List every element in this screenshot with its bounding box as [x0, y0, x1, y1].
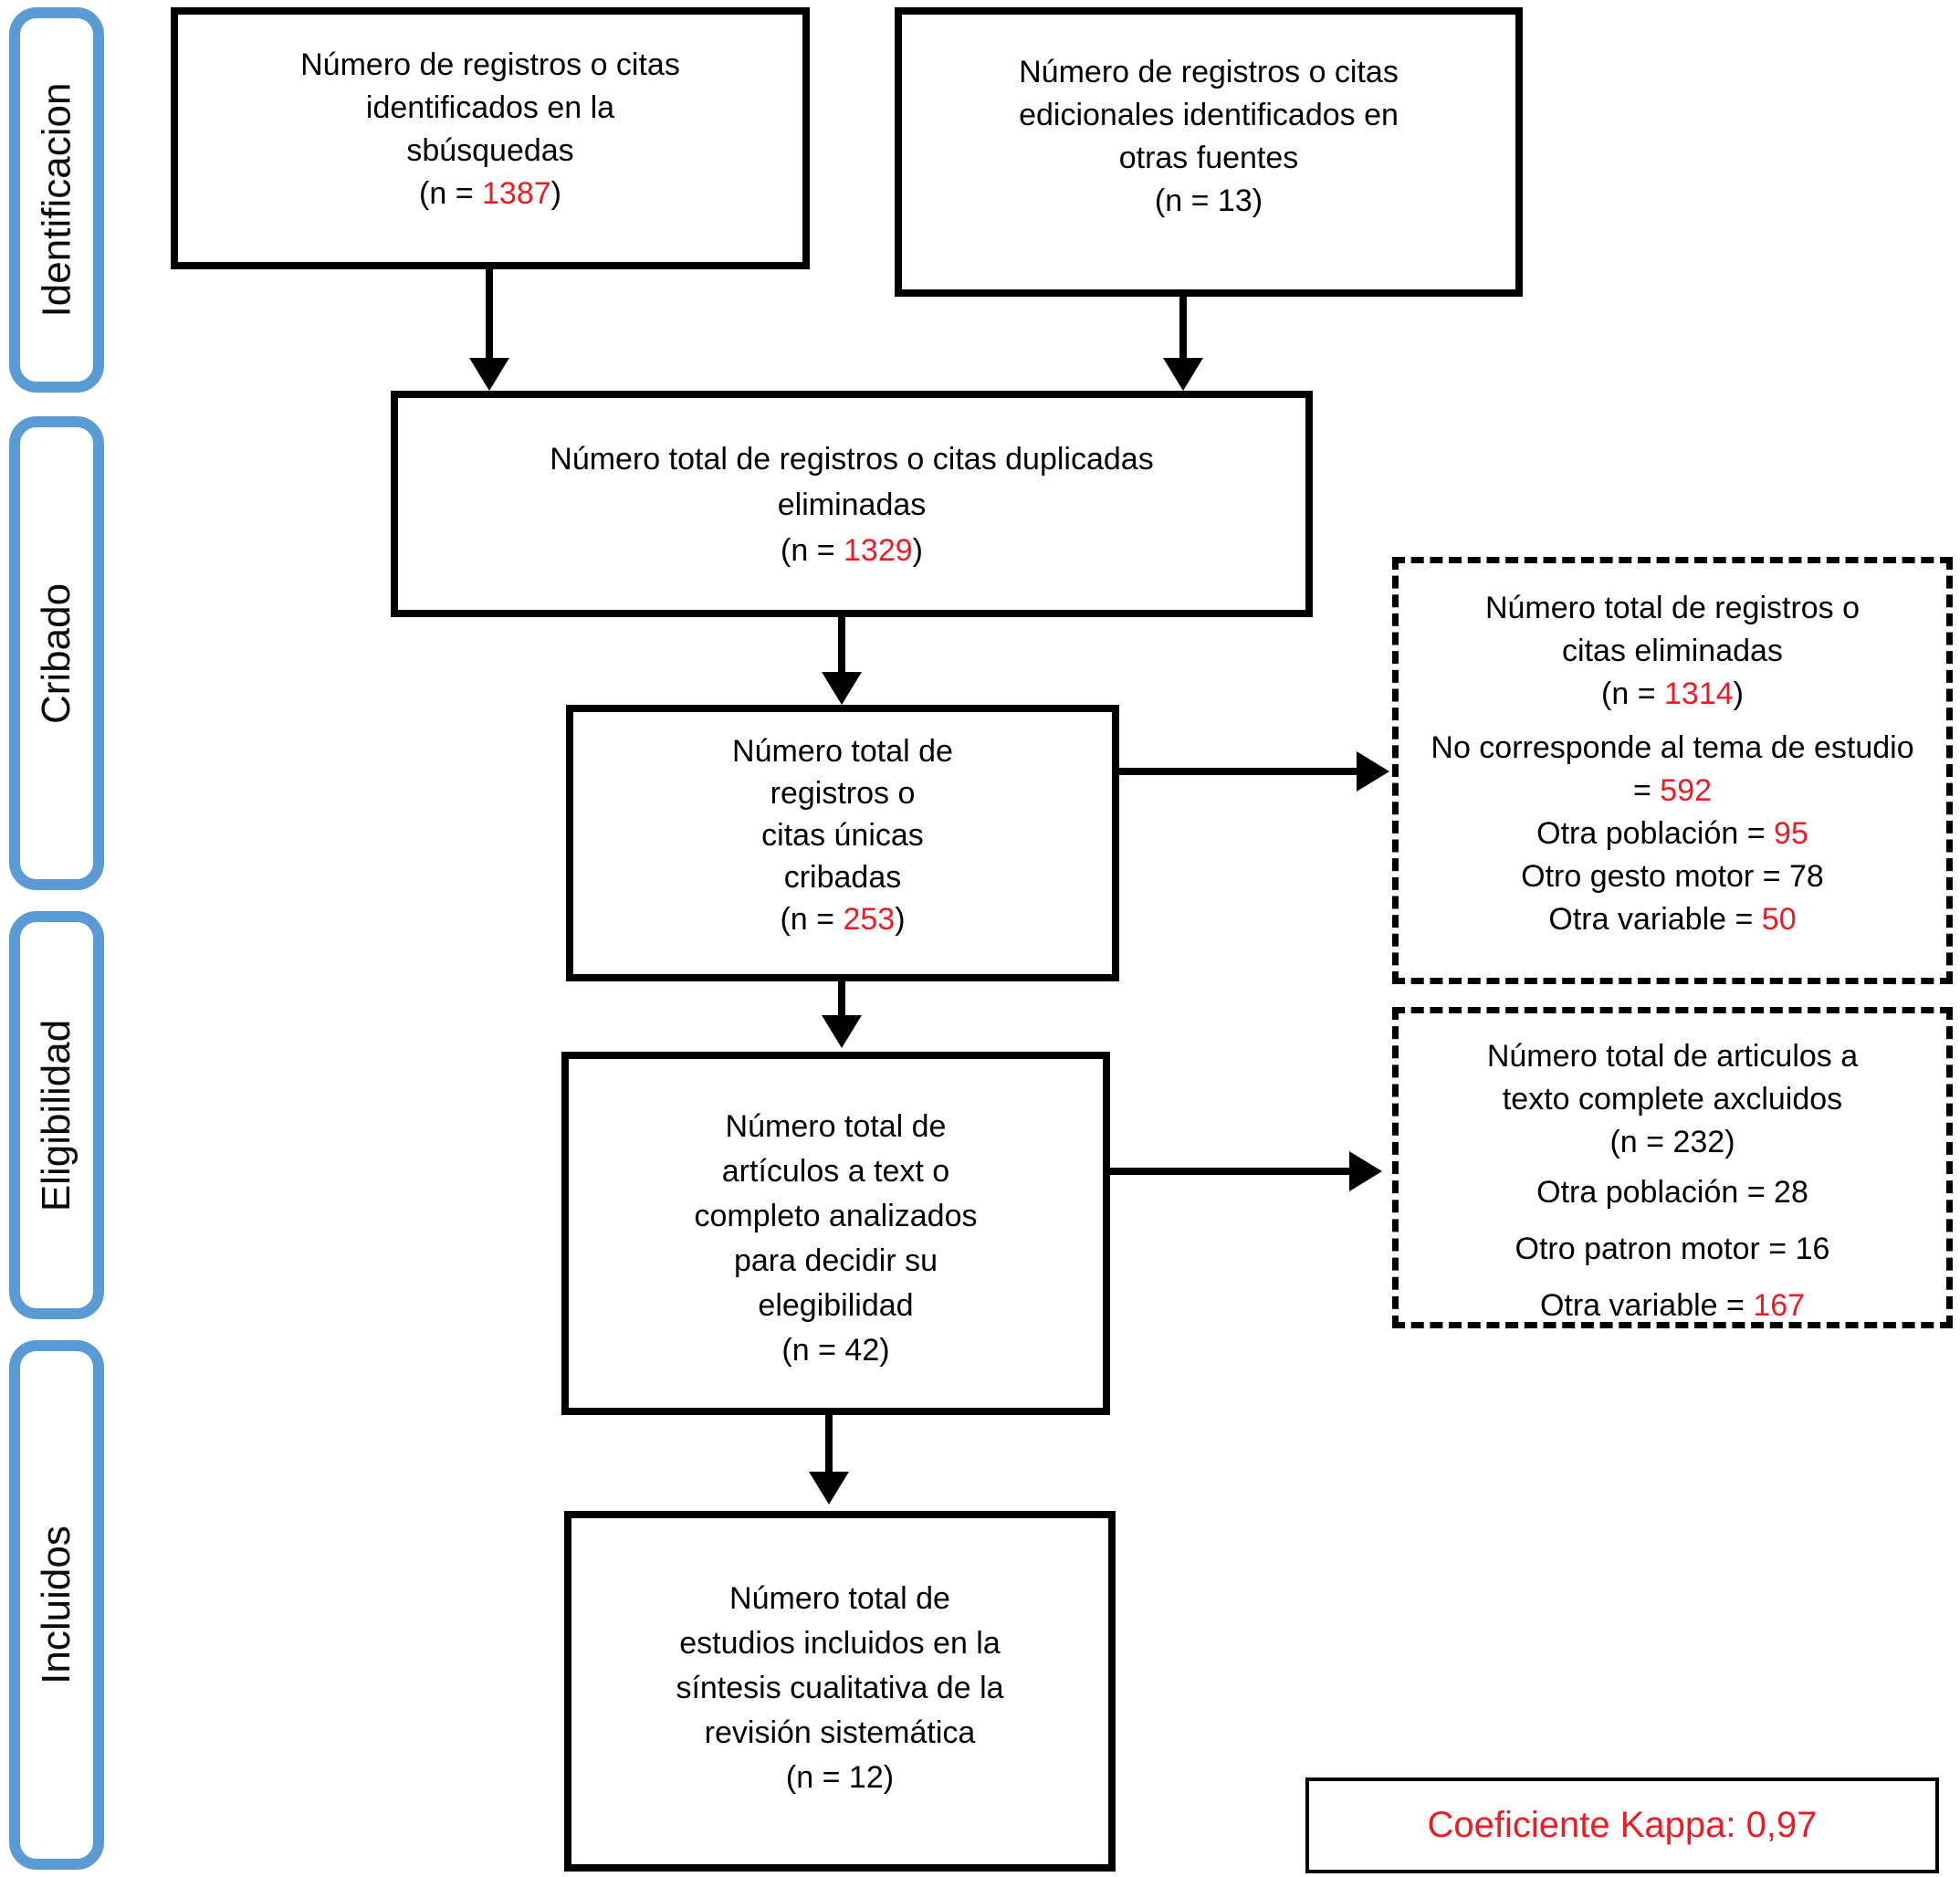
- box-text-line: Número de registros o citas: [1019, 55, 1399, 89]
- phase-eligibility-label: Eligibilidad: [34, 1019, 79, 1211]
- arrow-duplicates-to-screened-head: [822, 672, 862, 705]
- n-value: 1329: [844, 533, 913, 568]
- phase-identification-label: Identificacion: [34, 82, 79, 318]
- box-fulltext-excluded: Número total de articulos a texto comple…: [1392, 1007, 1953, 1328]
- arrow-fulltext-to-excluded-head: [1349, 1151, 1382, 1191]
- box-text-line: para decidir su: [733, 1243, 938, 1278]
- phase-identification: Identificacion: [9, 7, 104, 393]
- box-text-line: estudios incluidos en la: [679, 1626, 1001, 1661]
- phase-screening-label: Cribado: [34, 582, 79, 724]
- arrow-fulltext-to-included-stem: [825, 1413, 833, 1475]
- box-text-line: completo analizados: [694, 1199, 978, 1233]
- box-text-line: Número total de: [725, 1109, 947, 1144]
- exclusion-reason: No corresponde al tema de estudio: [1431, 730, 1914, 765]
- box-text-line: Número total de: [729, 1581, 950, 1616]
- arrow-identified-to-duplicates-stem: [486, 267, 493, 363]
- n-value: 253: [843, 902, 896, 937]
- box-text-line: Número total de registros o: [1484, 591, 1860, 625]
- box-text-line: eliminadas: [777, 488, 927, 522]
- n-count-line: (n = 253): [780, 902, 906, 937]
- arrow-duplicates-to-screened-stem: [838, 615, 845, 677]
- phase-included: Incluidos: [9, 1340, 104, 1870]
- box-text-line: identificados en la: [365, 90, 615, 125]
- n-count-line: (n = 13): [1154, 184, 1263, 218]
- n-value: 1387: [482, 176, 551, 211]
- box-text-line: registros o: [770, 776, 916, 811]
- arrow-additional-to-duplicates-head: [1163, 358, 1203, 391]
- box-text-line: Número de registros o citas: [300, 47, 680, 82]
- n-count-line: (n = 1329): [781, 533, 923, 568]
- box-text-line: elegibilidad: [758, 1288, 914, 1323]
- box-text-line: cribadas: [783, 860, 902, 895]
- n-value: 232: [1672, 1125, 1725, 1159]
- box-text-line: otras fuentes: [1118, 141, 1299, 175]
- box-kappa-coefficient: Coeficiente Kappa: 0,97: [1305, 1777, 1939, 1873]
- arrow-screened-to-excluded-head: [1357, 751, 1389, 792]
- box-records-identified: Número de registros o citas identificado…: [171, 7, 810, 269]
- box-fulltext-assessed: Número total de artículos a text o compl…: [561, 1052, 1110, 1415]
- arrow-screened-to-excluded-stem: [1117, 768, 1362, 775]
- box-unique-records-screened: Número total de registros o citas únicas…: [566, 705, 1119, 981]
- phase-screening: Cribado: [9, 416, 104, 890]
- arrow-fulltext-to-excluded-stem: [1108, 1168, 1355, 1175]
- exclusion-reason: Otra población = 28: [1536, 1175, 1808, 1210]
- n-value: 13: [1217, 184, 1253, 218]
- box-text-line: sbúsquedas: [406, 133, 574, 168]
- arrow-screened-to-fulltext-head: [822, 1015, 862, 1048]
- box-records-excluded: Número total de registros o citas elimin…: [1392, 557, 1953, 984]
- exclusion-reason: Otra variable = 50: [1548, 902, 1797, 937]
- box-text-line: edicionales identificados en: [1019, 98, 1399, 132]
- box-text-line: Número total de: [732, 734, 953, 769]
- exclusion-reason: Otra variable = 167: [1539, 1288, 1806, 1323]
- box-text-line: síntesis cualitativa de la: [676, 1671, 1004, 1705]
- exclusion-reason: Otro gesto motor = 78: [1521, 859, 1824, 894]
- box-text-line: citas eliminadas: [1562, 634, 1783, 668]
- box-studies-included: Número total de estudios incluidos en la…: [564, 1511, 1116, 1872]
- exclusion-reason: Otra población = 95: [1536, 816, 1808, 851]
- exclusion-reason-value: = 592: [1632, 773, 1713, 808]
- box-text-line: Número total de articulos a: [1486, 1039, 1859, 1074]
- n-count-line: (n = 1314): [1601, 676, 1744, 711]
- arrow-identified-to-duplicates-head: [469, 358, 509, 391]
- n-value: 42: [844, 1333, 880, 1368]
- n-count-line: (n = 42): [781, 1333, 890, 1368]
- box-text-line: artículos a text o: [721, 1154, 950, 1189]
- box-additional-records: Número de registros o citas edicionales …: [895, 7, 1523, 297]
- box-text-line: revisión sistemática: [704, 1715, 976, 1750]
- phase-included-label: Incluidos: [34, 1526, 79, 1684]
- n-count-line: (n = 1387): [419, 176, 561, 211]
- box-text-line: Número total de registros o citas duplic…: [550, 442, 1154, 477]
- arrow-screened-to-fulltext-stem: [838, 980, 845, 1021]
- arrow-fulltext-to-included-head: [809, 1472, 849, 1505]
- box-duplicates-removed: Número total de registros o citas duplic…: [391, 391, 1313, 617]
- n-value: 1314: [1664, 676, 1734, 711]
- exclusion-reason: Otro patron motor = 16: [1515, 1232, 1830, 1266]
- n-count-line: (n = 232): [1609, 1125, 1735, 1159]
- n-value: 12: [848, 1760, 884, 1795]
- kappa-text: Coeficiente Kappa: 0,97: [1427, 1805, 1818, 1845]
- phase-eligibility: Eligibilidad: [9, 911, 104, 1319]
- n-count-line: (n = 12): [785, 1760, 895, 1795]
- box-text-line: texto complete axcluidos: [1502, 1082, 1843, 1117]
- box-text-line: citas únicas: [761, 818, 924, 853]
- arrow-additional-to-duplicates-stem: [1179, 295, 1187, 363]
